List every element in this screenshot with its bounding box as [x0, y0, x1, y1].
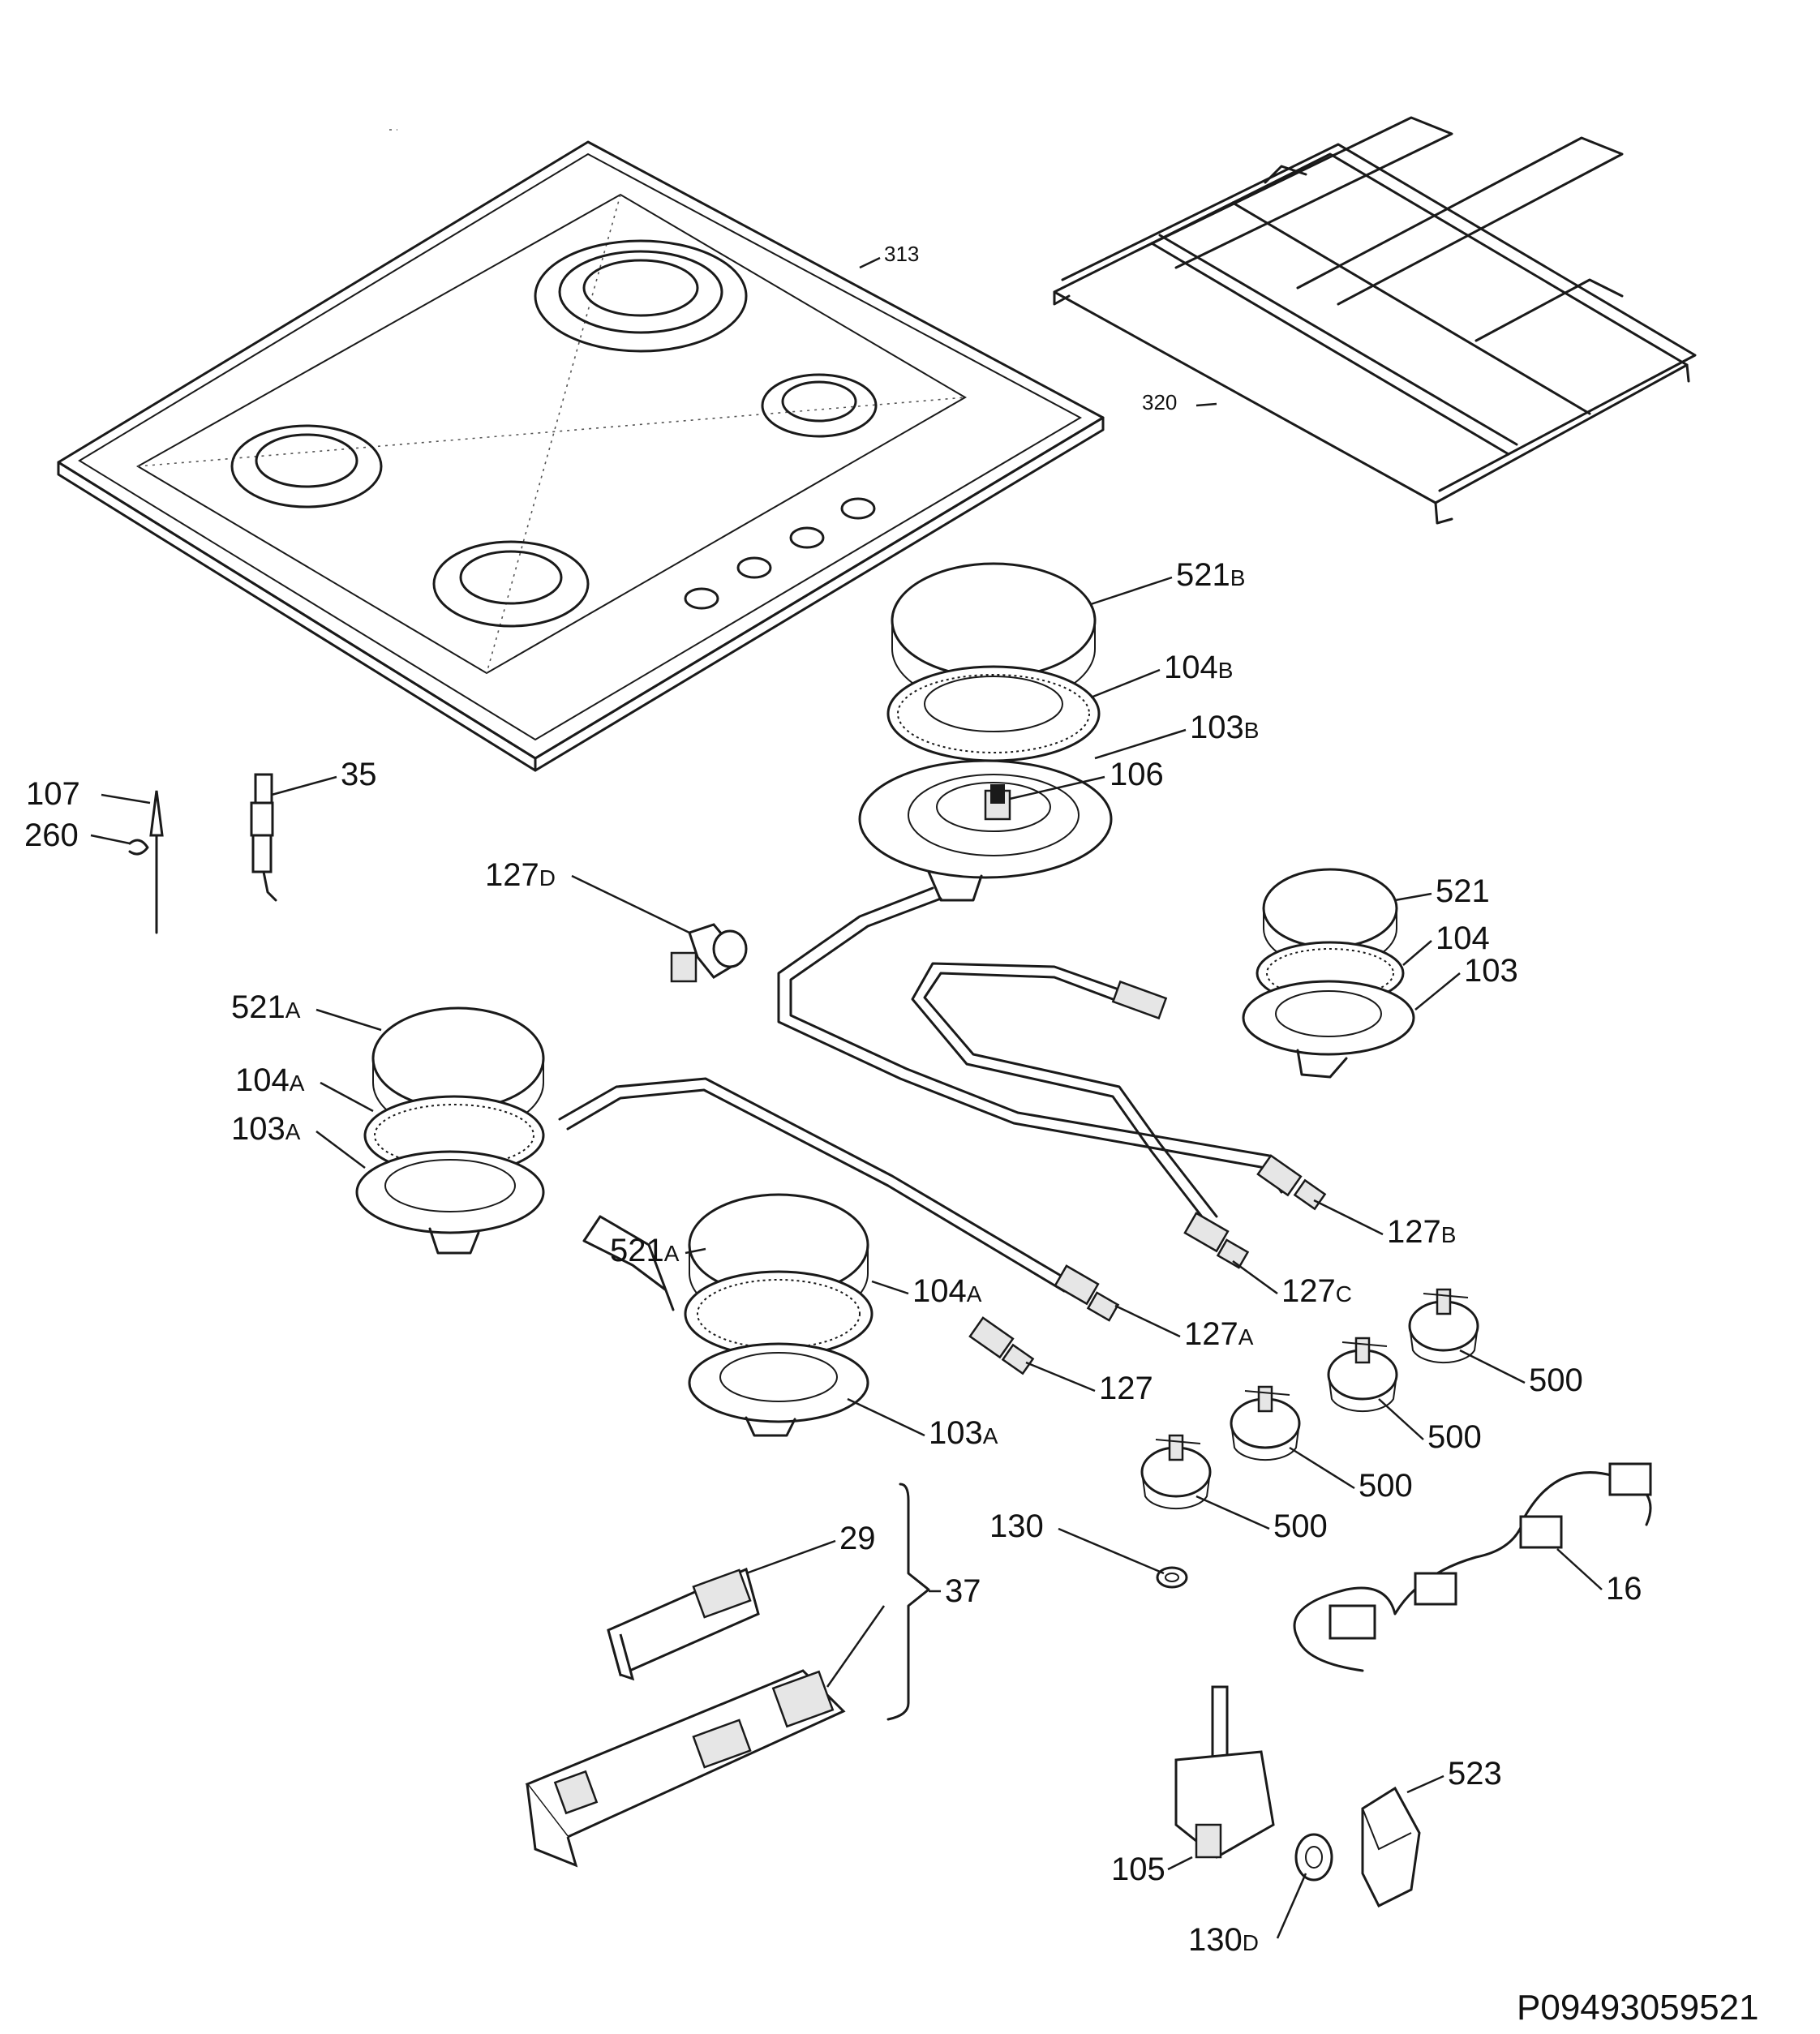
seal-ring-130: [1156, 1566, 1188, 1589]
label-103b: 103B: [1190, 710, 1259, 745]
label-103: 103: [1464, 953, 1518, 989]
label-29: 29: [839, 1521, 876, 1556]
label-127b: 127B: [1387, 1214, 1456, 1250]
label-103a-front: 103A: [929, 1415, 998, 1451]
valve-insert-500-a: [1408, 1288, 1479, 1364]
label-500-a: 500: [1529, 1362, 1583, 1398]
label-106: 106: [1110, 757, 1164, 792]
thermocouple-107: [149, 790, 164, 934]
label-521a-left: 521A: [231, 989, 301, 1025]
leader-lines: [90, 256, 1603, 1939]
label-313: 313: [884, 242, 919, 266]
label-500-d: 500: [1273, 1508, 1328, 1544]
label-521: 521: [1436, 873, 1490, 909]
knob-hole-4: [840, 497, 876, 520]
pan-support-grid: [1053, 116, 1697, 525]
label-104a-front: 104A: [912, 1273, 982, 1309]
gas-pipe-127c: [911, 962, 1250, 1269]
hob-burner-hole-left: [230, 424, 383, 508]
gas-pipe-127: [582, 1215, 1035, 1375]
label-35: 35: [341, 757, 377, 792]
label-127a: 127A: [1184, 1316, 1254, 1352]
label-105: 105: [1111, 1852, 1165, 1887]
hob-top-plate: [57, 129, 1105, 772]
label-104b: 104B: [1164, 650, 1233, 685]
gas-pipe-127a: [558, 1077, 1120, 1322]
valve-seal-130d: [1294, 1833, 1333, 1882]
burner-base-b: [858, 759, 1113, 902]
label-103a-left: 103A: [231, 1111, 301, 1147]
flame-spreader-b: [886, 665, 1101, 762]
label-104: 104: [1436, 920, 1490, 956]
label-104a-left: 104A: [235, 1062, 305, 1098]
label-16: 16: [1606, 1571, 1642, 1607]
valve-clip-523: [1361, 1786, 1421, 1908]
knob-hole-2: [736, 556, 772, 579]
pipe-elbow-127d: [670, 923, 748, 983]
valve-insert-500-b: [1327, 1337, 1398, 1413]
hob-burner-hole-large: [534, 239, 748, 353]
hob-burner-hole-front: [432, 540, 590, 628]
hob-burner-hole-right: [761, 373, 878, 438]
burner-cap-right: [1262, 868, 1398, 968]
knob-hole-1: [684, 587, 719, 610]
spark-generator-29: [607, 1567, 760, 1681]
burner-base-right: [1242, 980, 1415, 1079]
label-500-c: 500: [1359, 1468, 1413, 1504]
label-37: 37: [945, 1573, 981, 1609]
label-260: 260: [24, 817, 79, 853]
burner-base-a-front: [688, 1342, 869, 1437]
ignition-plug-35: [250, 773, 277, 902]
gas-valve-105: [1174, 1685, 1275, 1859]
label-130: 130: [989, 1508, 1044, 1544]
label-320: 320: [1142, 390, 1177, 414]
valve-insert-500-d: [1140, 1434, 1212, 1510]
label-523: 523: [1448, 1756, 1502, 1792]
spark-generator-assembly-37: [525, 1669, 846, 1868]
label-521a-front: 521A: [610, 1233, 680, 1268]
label-521b: 521B: [1176, 557, 1245, 593]
knob-hole-3: [789, 526, 825, 549]
label-500-b: 500: [1427, 1419, 1482, 1455]
drawing-code: P09493059521: [1517, 1988, 1759, 2028]
clip-260: [128, 839, 149, 856]
ignition-cable-harness-16: [1293, 1462, 1652, 1672]
injector-106: [990, 784, 1005, 804]
burner-base-a-left: [355, 1150, 545, 1255]
label-127c: 127C: [1281, 1273, 1352, 1309]
label-127d: 127D: [485, 857, 556, 893]
label-107: 107: [26, 776, 80, 812]
label-130d: 130D: [1188, 1922, 1259, 1958]
label-127: 127: [1099, 1371, 1153, 1406]
valve-insert-500-c: [1230, 1385, 1301, 1461]
